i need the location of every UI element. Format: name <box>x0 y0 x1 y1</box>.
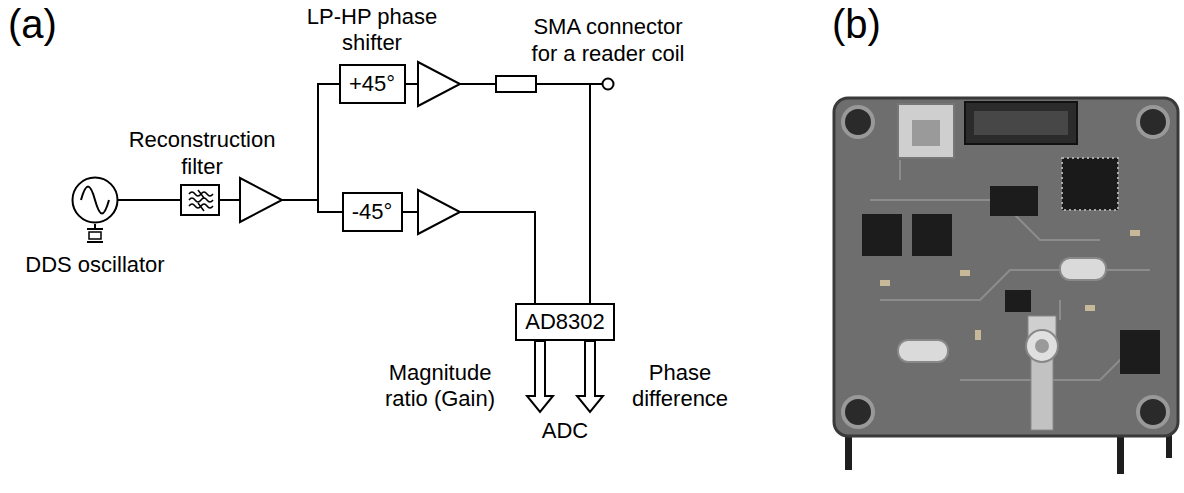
output-arrow <box>577 341 603 412</box>
ic-chip <box>862 214 902 256</box>
signal-wire <box>220 200 342 212</box>
mounting-hole <box>1138 397 1168 427</box>
signal-wire <box>406 84 591 303</box>
panel-letter: (a) <box>8 0 88 48</box>
usb-connector <box>898 104 954 158</box>
phase-shift-box: -45° <box>342 192 403 232</box>
mounting-hole <box>843 107 873 137</box>
usb-opening <box>912 120 940 146</box>
mounting-hole <box>843 397 873 427</box>
smd-part <box>975 330 981 340</box>
crystal-plate <box>87 228 103 230</box>
sma-nut <box>1026 330 1058 362</box>
pcb-board <box>834 98 1178 436</box>
node-outline <box>601 77 615 91</box>
output-arrow <box>527 341 553 412</box>
pin-header-slot <box>974 111 1068 135</box>
node-circle <box>73 178 118 223</box>
node-label: -45° <box>352 199 393 225</box>
node-heading: Reconstruction filter <box>122 127 282 180</box>
sine-symbol <box>81 187 109 214</box>
filter-wave <box>189 198 213 202</box>
chip-box: AD8302 <box>515 303 615 341</box>
qfp-chip <box>1062 158 1118 210</box>
filter-box: Reconstruction filter <box>180 184 220 216</box>
pin-header <box>965 102 1077 144</box>
filter-symbol <box>182 186 218 214</box>
smd-part <box>1085 305 1095 311</box>
panel-letter: (b) <box>832 0 912 48</box>
filter-slash <box>198 190 204 211</box>
ic-chip <box>1120 330 1160 374</box>
crystal-plate <box>87 241 103 243</box>
sma-body <box>1031 356 1053 430</box>
crystal-can <box>1060 258 1106 280</box>
pcb-photo <box>834 98 1178 474</box>
smd-part <box>960 270 970 276</box>
ic-chip <box>912 214 952 256</box>
resistor-symbol <box>496 76 536 92</box>
node-outline <box>71 176 119 224</box>
mounting-hole <box>1138 107 1168 137</box>
output-label: ADC <box>525 418 605 444</box>
ic-chip <box>990 186 1038 216</box>
output-label: Phase difference <box>623 360 738 413</box>
smd-part <box>880 280 890 286</box>
oscillator-symbol: DDS oscillator <box>71 176 119 224</box>
ic-chip <box>1005 290 1031 312</box>
smd-part <box>1130 230 1140 236</box>
amplifier-symbol <box>240 178 282 222</box>
node-label: AD8302 <box>525 309 605 335</box>
crystal-can <box>898 340 948 362</box>
connector-terminal: SMA connector for a reader coil <box>601 77 615 91</box>
node-label: +45° <box>349 71 395 97</box>
signal-wire <box>119 199 180 201</box>
sma-center <box>1035 339 1049 353</box>
amplifier-symbol <box>418 190 460 234</box>
crystal-symbol <box>89 232 101 239</box>
amplifier-symbol <box>418 62 460 106</box>
connector-group <box>119 84 601 303</box>
phase-shift-box: +45° <box>339 64 406 104</box>
output-label: Magnitude ratio (Gain) <box>373 360 508 413</box>
node-heading: SMA connector for a reader coil <box>523 14 693 67</box>
node-circle <box>603 79 614 90</box>
block-caption: LP-HP phase shifter <box>300 4 445 57</box>
node-heading: DDS oscillator <box>8 252 183 278</box>
